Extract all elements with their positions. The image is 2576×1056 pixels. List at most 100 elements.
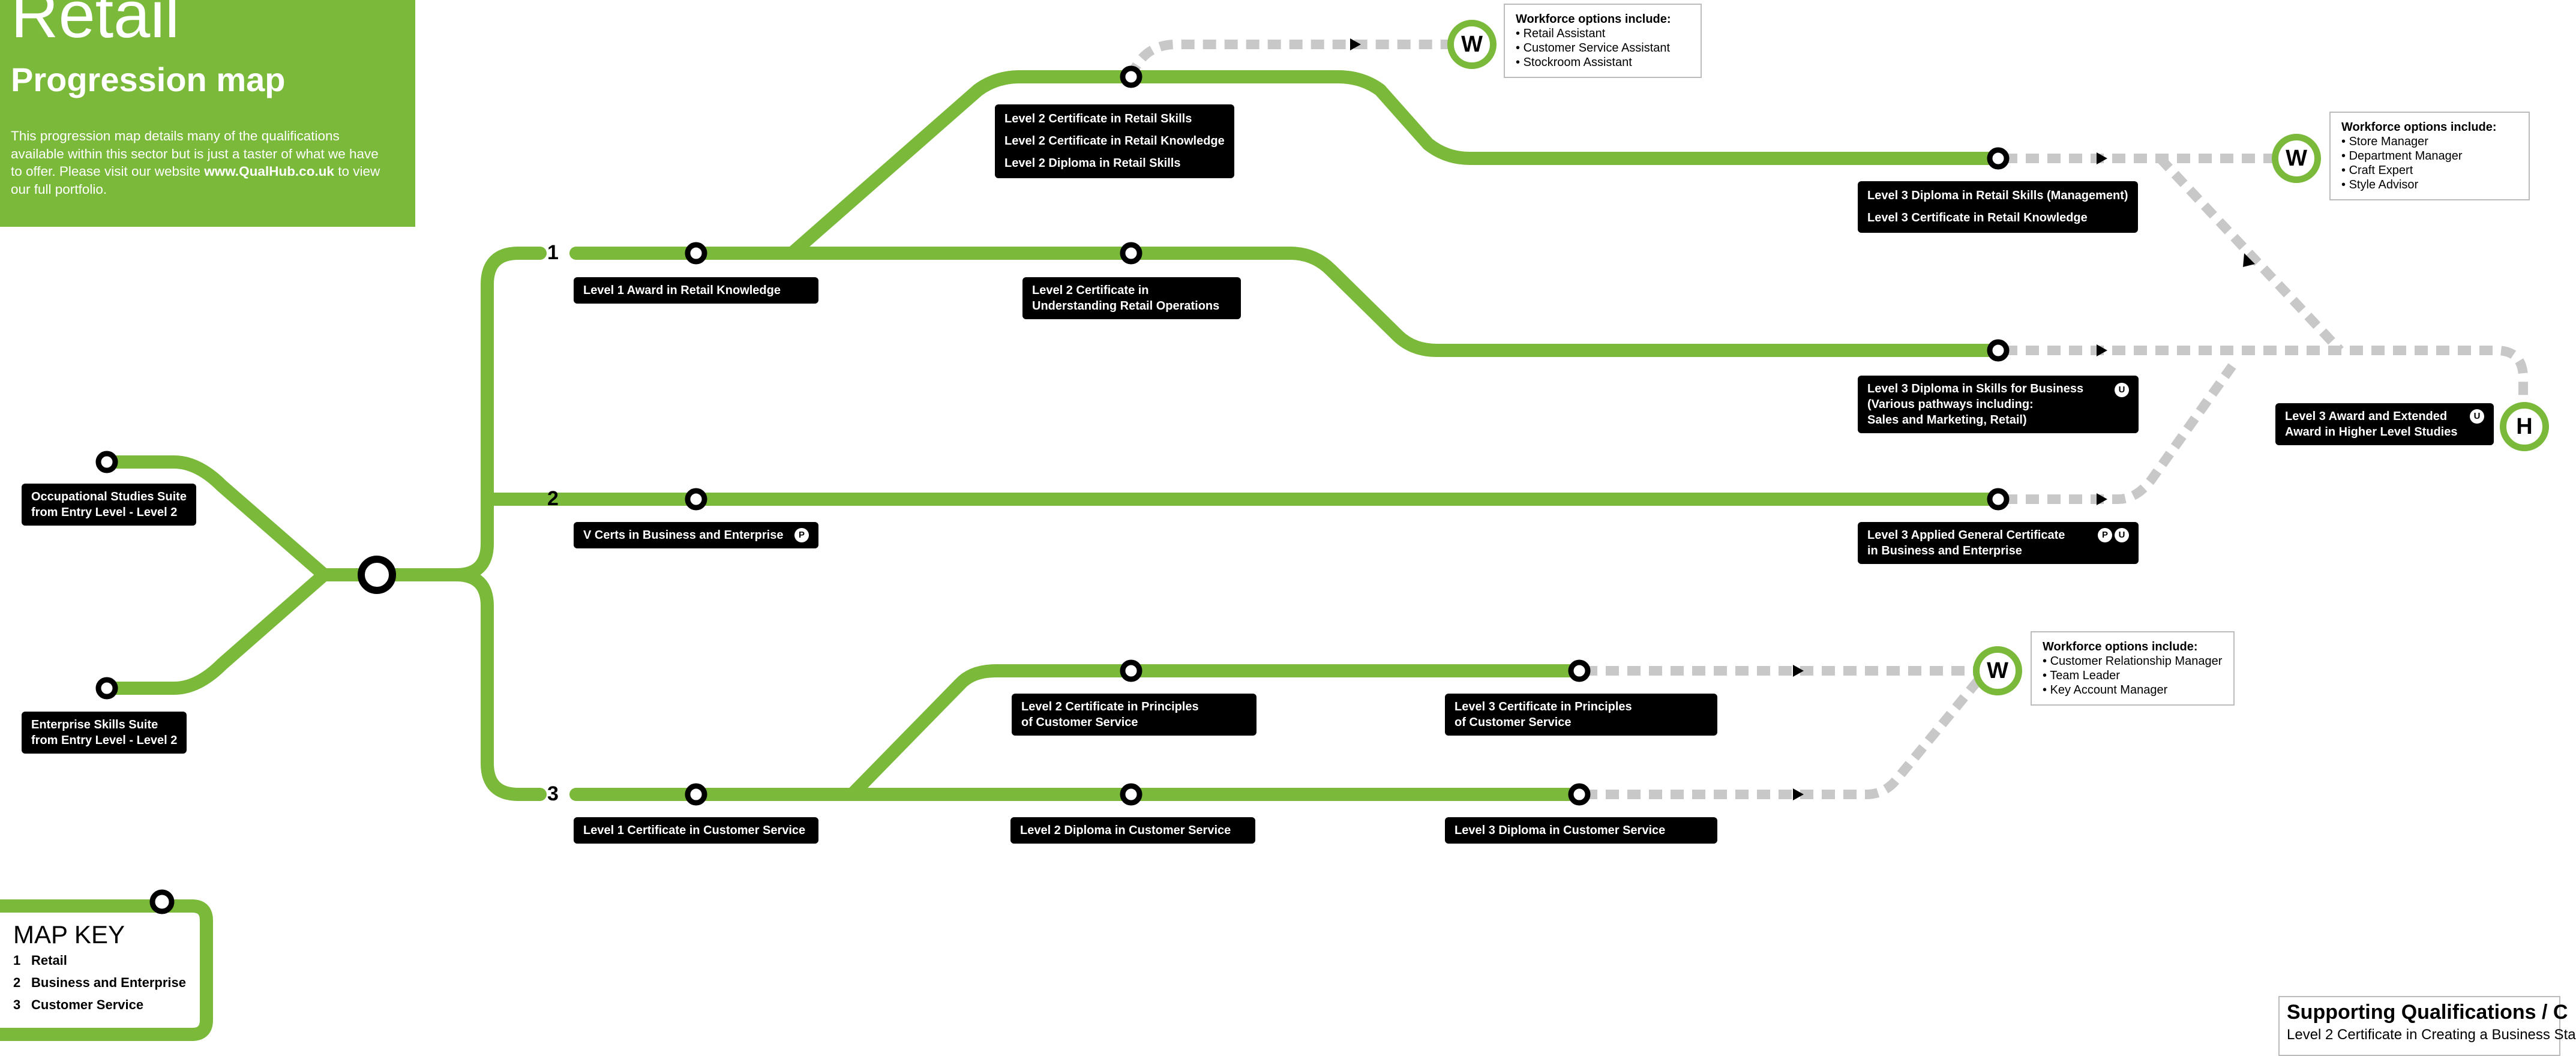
route-number-2: 2 [547,487,559,510]
qual-l2-retail-group[interactable]: Level 2 Certificate in Retail Skills Lev… [995,104,1234,178]
label-line: Occupational Studies Suite [31,490,187,503]
intro-text: This progression map details many of the… [11,127,389,199]
hub-branch-line-2 [449,568,547,801]
label-line: Level 2 Diploma in Retail Skills [1004,157,1181,170]
label-line: Understanding Retail Operations [1032,299,1220,313]
stop-l3-retail [1987,147,2010,170]
workforce-options-box-1: Workforce options include: • Retail Assi… [1504,4,1702,78]
label-line: Level 2 Certificate in Principles [1021,700,1199,713]
website-link[interactable]: www.QualHub.co.uk [204,164,334,179]
stop-occupational [95,451,118,473]
label-line: Level 3 Certificate in Retail Knowledge [1867,211,2088,224]
map-key-stop [149,889,175,914]
label-line: Sales and Marketing, Retail) [1867,413,2027,427]
qual-l1-customer-service[interactable]: Level 1 Certificate in Customer Service [574,817,818,844]
route-1-upper-line [785,70,2005,260]
label-line: Level 3 Diploma in Skills for Business [1867,382,2084,395]
performance-points-icon: P [794,528,809,542]
label-line: Level 3 Award and Extended [2285,410,2448,423]
label-line: of Customer Service [1021,716,1138,729]
label-line: Level 2 Certificate in Retail Skills [1004,112,1192,125]
qual-l3-skills-for-business[interactable]: Level 3 Diploma in Skills for Business (… [1858,376,2139,433]
qual-l2-customer-service[interactable]: Level 2 Diploma in Customer Service [1010,817,1255,844]
qual-l1-retail-knowledge[interactable]: Level 1 Award in Retail Knowledge [574,277,818,304]
label-line: Level 3 Applied General Certificate [1867,529,2065,542]
stop-l2-customer [1120,783,1142,806]
workforce-endpoint-icon[interactable]: W [2272,134,2321,183]
qual-occupational-studies[interactable]: Occupational Studies Suite from Entry Le… [22,484,196,526]
qual-l3-customer-service[interactable]: Level 3 Diploma in Customer Service [1445,817,1717,844]
arrow-2 [2097,152,2107,164]
arrow-5 [1793,665,1804,677]
supporting-item[interactable]: Level 2 Certificate in Creating a Busine… [2287,1027,2576,1043]
route-number-3: 3 [547,782,559,805]
workforce-title: Workforce options include: [2043,640,2198,653]
label-line: from Entry Level - Level 2 [31,506,178,519]
qual-vcerts-business[interactable]: V Certs in Business and Enterprise P [574,522,818,548]
supporting-qualifications-panel: Supporting Qualifications / C Level 2 Ce… [2278,996,2576,1056]
stop-l3-applied [1987,488,2010,511]
workforce-options-box-2: Workforce options include: • Store Manag… [2329,112,2530,200]
label-line: (Various pathways including: [1867,398,2034,411]
qual-l3-award-extended[interactable]: Level 3 Award and Extended Award in High… [2275,403,2494,445]
workforce-item: • Store Manager [2341,135,2428,148]
page-subtitle: Progression map [11,61,286,98]
ucas-points-icon: U [2115,383,2129,397]
stop-enterprise [95,677,118,700]
stop-vcerts [685,488,707,511]
label-line: Level 2 Certificate in Retail Knowledge [1004,134,1225,148]
performance-points-icon: P [2098,528,2112,542]
qual-l3-principles-customer[interactable]: Level 3 Certificate in Principles of Cus… [1445,694,1717,736]
workforce-item: • Team Leader [2043,669,2120,682]
workforce-item: • Key Account Manager [2043,683,2168,697]
workforce-endpoint-icon[interactable]: W [1447,20,1497,69]
ucas-points-icon: U [2115,528,2129,542]
label-line: V Certs in Business and Enterprise [583,529,784,542]
workforce-item: • Customer Service Assistant [1516,41,1671,55]
arrow-3 [2097,344,2107,356]
hub-branch-line [370,247,547,581]
workforce-item: • Customer Relationship Manager [2043,655,2223,668]
higher-education-endpoint-icon[interactable]: H [2500,402,2549,451]
qual-l3-applied-general[interactable]: Level 3 Applied General Certificate in B… [1858,522,2139,564]
dotted-cross-1 [2157,155,2344,354]
arrow-7 [2243,253,2255,267]
supporting-title: Supporting Qualifications / C [2287,1001,2568,1024]
arrow-4 [2097,493,2107,505]
arrow-1 [1350,38,1361,50]
dotted-l3-applied [2004,363,2236,504]
label-line: Level 2 Diploma in Customer Service [1020,824,1231,837]
route-number-1: 1 [547,241,559,264]
workforce-item: • Style Advisor [2341,178,2419,191]
workforce-options-box-3: Workforce options include: • Customer Re… [2031,631,2235,706]
label-line: Level 1 Award in Retail Knowledge [583,284,781,297]
qual-enterprise-skills[interactable]: Enterprise Skills Suite from Entry Level… [22,712,187,754]
label-line: Level 3 Diploma in Retail Skills (Manage… [1867,189,2128,202]
dotted-l3-customer [1584,674,1984,799]
workforce-item: • Department Manager [2341,149,2463,163]
stop-l2-understanding [1120,242,1142,265]
entry-line-enterprise [100,568,331,695]
workforce-item: • Craft Expert [2341,164,2413,177]
stop-l2-retail [1120,65,1142,88]
qual-l2-understanding-retail[interactable]: Level 2 Certificate in Understanding Ret… [1022,277,1241,319]
qual-l2-principles-customer[interactable]: Level 2 Certificate in Principles of Cus… [1012,694,1256,736]
label-line: Award in Higher Level Studies [2285,425,2458,439]
stop-l3-principles [1568,659,1591,682]
workforce-endpoint-icon[interactable]: W [1973,646,2022,695]
workforce-title: Workforce options include: [1516,13,1671,26]
qual-l3-retail-skills[interactable]: Level 3 Diploma in Retail Skills (Manage… [1858,181,2138,233]
label-line: Level 3 Diploma in Customer Service [1455,824,1666,837]
stop-l1-retail [685,242,707,265]
stop-l2-principles [1120,659,1142,682]
workforce-title: Workforce options include: [2341,121,2497,134]
ucas-points-icon: U [2470,409,2484,424]
stop-hub [358,556,396,594]
intro-tail: to view our full portfolio. [11,164,380,197]
intro-body: This progression map details many of the… [11,128,379,179]
arrow-6 [1793,788,1804,800]
